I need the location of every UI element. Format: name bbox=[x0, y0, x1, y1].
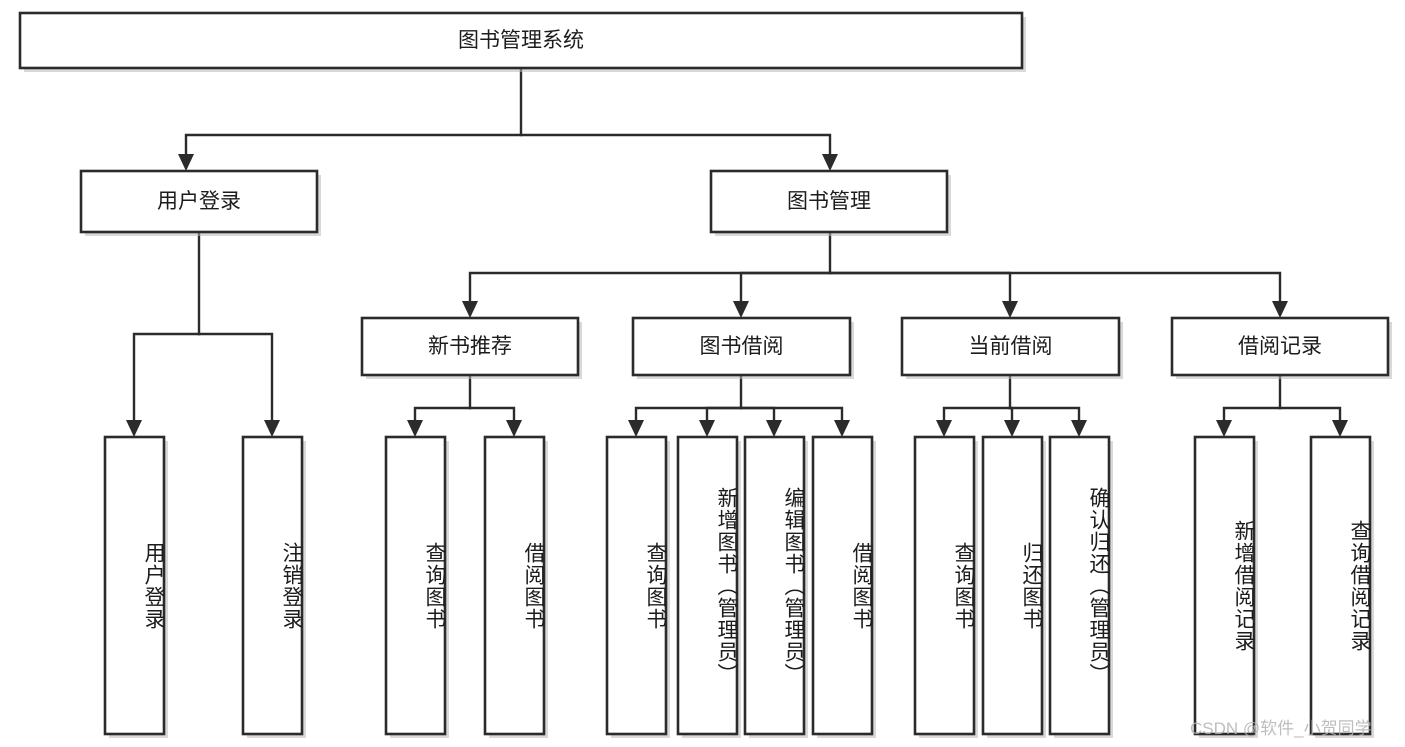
arrow-head-icon bbox=[766, 420, 782, 437]
connector-line bbox=[739, 271, 832, 312]
arrow-head-icon bbox=[1002, 301, 1018, 318]
node-label: 图书管理 bbox=[787, 190, 871, 213]
node-leaf-borrow-book[interactable] bbox=[811, 435, 874, 736]
connector-line bbox=[828, 271, 1012, 312]
connector-line bbox=[942, 406, 1012, 431]
connector-layer bbox=[126, 66, 1348, 437]
arrow-head-icon bbox=[628, 420, 644, 437]
node-leaf-query-book-current[interactable] bbox=[913, 435, 976, 736]
arrow-head-icon bbox=[1272, 301, 1288, 318]
arrow-head-icon bbox=[407, 420, 423, 437]
node-user-login[interactable] bbox=[79, 169, 319, 234]
node-root[interactable] bbox=[18, 11, 1024, 70]
node-leaf-query-record[interactable] bbox=[1309, 435, 1372, 736]
connector-line bbox=[413, 406, 472, 431]
node-leaf-confirm-return[interactable] bbox=[1048, 435, 1111, 736]
arrow-head-icon bbox=[1332, 420, 1348, 437]
arrow-head-icon bbox=[1216, 420, 1232, 437]
connector-line bbox=[197, 332, 274, 431]
arrow-head-icon bbox=[1004, 420, 1020, 437]
node-leaf-return-book[interactable] bbox=[981, 435, 1044, 736]
connector-line bbox=[828, 271, 1282, 312]
connector-line bbox=[519, 133, 832, 165]
connector-line bbox=[132, 332, 201, 431]
node-leaf-add-record[interactable] bbox=[1193, 435, 1256, 736]
node-book-borrow[interactable] bbox=[631, 316, 852, 377]
node-leaf-edit-book[interactable] bbox=[743, 435, 806, 736]
arrow-head-icon bbox=[506, 420, 522, 437]
arrow-head-icon bbox=[1071, 420, 1087, 437]
node-label: 借阅记录 bbox=[1238, 335, 1322, 358]
node-label: 当前借阅 bbox=[969, 335, 1053, 358]
arrow-head-icon bbox=[126, 420, 142, 437]
node-label: 新书推荐 bbox=[428, 335, 512, 358]
arrow-head-icon bbox=[178, 154, 194, 171]
node-leaf-user-login[interactable] bbox=[103, 435, 166, 736]
arrow-head-icon bbox=[834, 420, 850, 437]
connector-line bbox=[739, 406, 844, 431]
watermark-text: CSDN @软件_小贺同学 bbox=[1190, 719, 1372, 738]
connector-line bbox=[468, 271, 832, 312]
node-label: 图书管理系统 bbox=[458, 29, 584, 52]
node-leaf-add-book[interactable] bbox=[676, 435, 739, 736]
node-current-borrow[interactable] bbox=[900, 316, 1121, 377]
arrow-head-icon bbox=[936, 420, 952, 437]
connector-line bbox=[468, 406, 516, 431]
arrow-head-icon bbox=[733, 301, 749, 318]
connector-line bbox=[1008, 406, 1081, 431]
connector-line bbox=[1222, 406, 1282, 431]
node-label: 图书借阅 bbox=[700, 335, 784, 358]
connector-line bbox=[634, 406, 743, 431]
arrow-head-icon bbox=[264, 420, 280, 437]
node-leaf-logout[interactable] bbox=[241, 435, 304, 736]
node-leaf-query-book-borrow[interactable] bbox=[605, 435, 668, 736]
node-leaf-borrow-book-rec[interactable] bbox=[483, 435, 546, 736]
connector-line bbox=[1278, 406, 1342, 431]
node-leaf-query-book-rec[interactable] bbox=[384, 435, 447, 736]
node-label: 用户登录 bbox=[157, 190, 241, 213]
node-borrow-record[interactable] bbox=[1170, 316, 1390, 377]
arrow-head-icon bbox=[822, 154, 838, 171]
arrow-head-icon bbox=[462, 301, 478, 318]
connector-line bbox=[184, 66, 523, 165]
node-new-book-recommend[interactable] bbox=[360, 316, 580, 377]
node-book-manage[interactable] bbox=[709, 169, 949, 234]
arrow-head-icon bbox=[699, 420, 715, 437]
